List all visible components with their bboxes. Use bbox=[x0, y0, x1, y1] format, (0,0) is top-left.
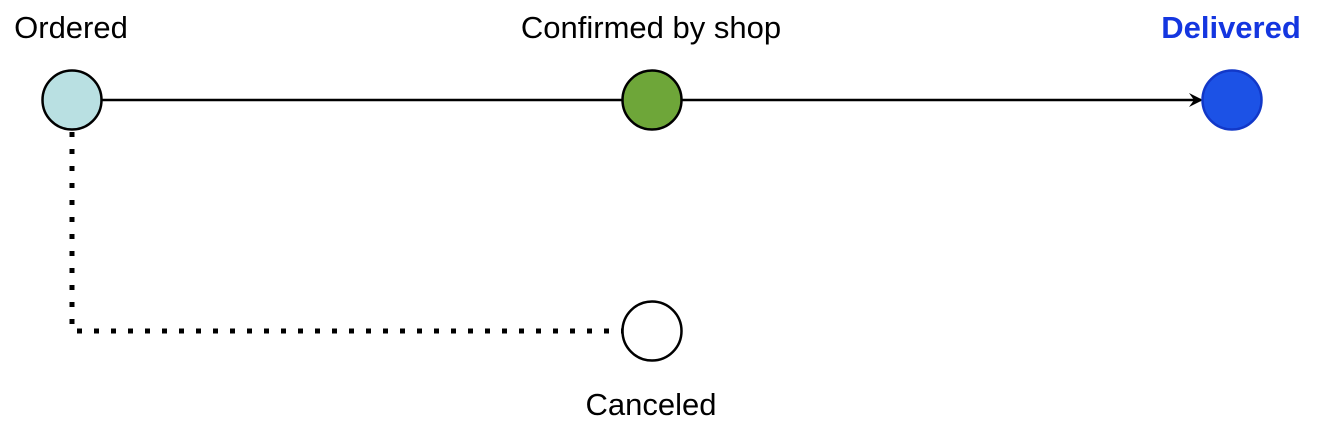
node-confirmed bbox=[621, 69, 683, 131]
label-canceled: Canceled bbox=[585, 387, 717, 422]
edge-ordered-to-canceled bbox=[69, 132, 622, 334]
node-ordered bbox=[41, 69, 103, 131]
node-delivered bbox=[1201, 69, 1263, 131]
label-ordered: Ordered bbox=[14, 10, 128, 45]
label-confirmed: Confirmed by shop bbox=[520, 10, 782, 45]
label-delivered: Delivered bbox=[1161, 10, 1301, 45]
node-canceled bbox=[621, 300, 683, 362]
